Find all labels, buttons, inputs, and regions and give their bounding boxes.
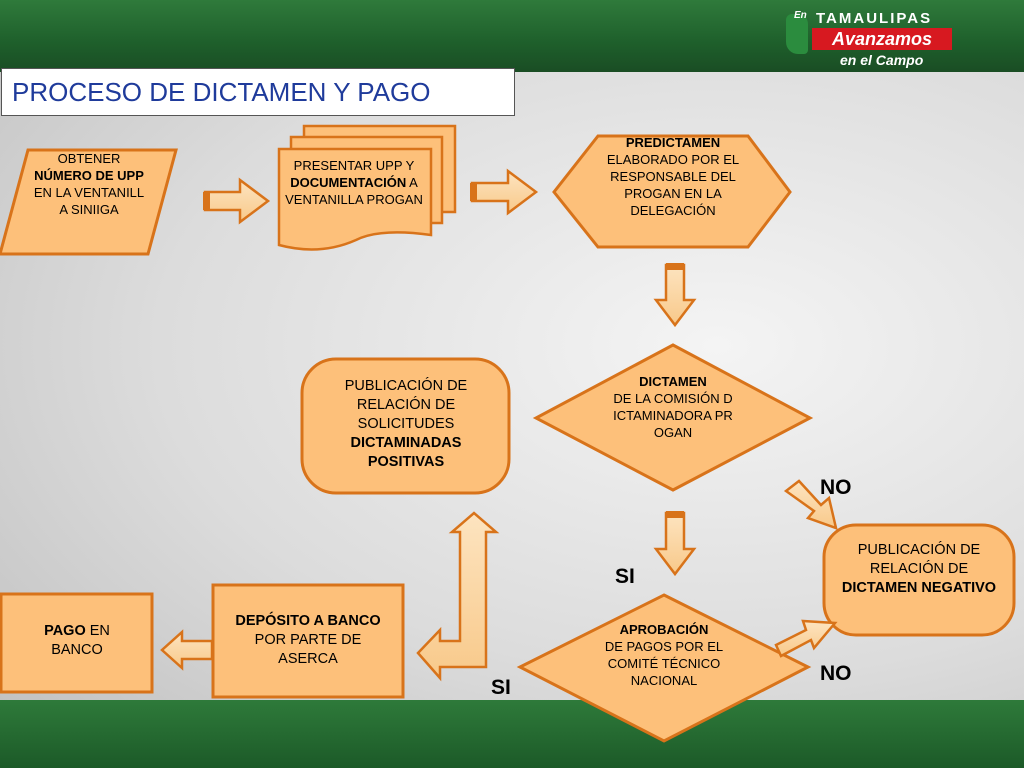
arrow-cap bbox=[666, 511, 684, 518]
aprobacion-label: APROBACIÓN DE PAGOS POR EL COMITÉ TÉCNIC… bbox=[598, 621, 730, 689]
publicacion-negativa-label: PUBLICACIÓN DE RELACIÓN DE DICTAMEN NEGA… bbox=[838, 541, 1000, 598]
aprobacion-diamond bbox=[516, 593, 812, 743]
publicacion-pos-bold: DICTAMINADAS POSITIVAS bbox=[350, 435, 462, 470]
bottom-green-band bbox=[0, 700, 1024, 768]
title-box: PROCESO DE DICTAMEN Y PAGO bbox=[1, 68, 515, 116]
arrow-presentar-predictamen bbox=[470, 168, 539, 216]
pago-label: PAGO EN BANCO bbox=[22, 622, 132, 660]
predictamen-post: ELABORADO POR EL RESPONSABLE DEL PROGAN … bbox=[606, 152, 740, 218]
obtener-parallelogram bbox=[0, 148, 178, 256]
arrow-dictamen-negativo bbox=[783, 479, 838, 530]
no-label-aprobacion: NO bbox=[820, 662, 852, 685]
deposito-box bbox=[211, 583, 405, 699]
obtener-post: EN LA VENTANILL A SINIIGA bbox=[33, 185, 145, 217]
si-label-aprobacion: SI bbox=[491, 676, 511, 699]
publicacion-negativa-box bbox=[822, 523, 1016, 637]
publicacion-pos-pre: PUBLICACIÓN DE RELACIÓN DE SOLICITUDES bbox=[344, 378, 468, 432]
logo-slogan-2: en el Campo bbox=[840, 52, 924, 68]
presentar-post: A VENTANILLA PROGAN bbox=[285, 175, 423, 207]
logo-prefix: En bbox=[794, 10, 807, 21]
arrow-aprobacion-publicacion bbox=[416, 511, 500, 682]
obtener-label: OBTENER NÚMERO DE UPP EN LA VENTANILL A … bbox=[30, 150, 148, 218]
aprobacion-bold: APROBACIÓN bbox=[619, 622, 709, 637]
presentar-pre: PRESENTAR UPP Y bbox=[293, 158, 415, 173]
dictamen-label: DICTAMEN DE LA COMISIÓN DICTAMINADORA PR… bbox=[612, 373, 734, 441]
presentar-label: PRESENTAR UPP Y DOCUMENTACIÓN A VENTANIL… bbox=[283, 157, 425, 208]
arrow-cap bbox=[203, 192, 210, 210]
predictamen-label: PREDICTAMEN ELABORADO POR EL RESPONSABLE… bbox=[604, 134, 742, 219]
arrow-dictamen-aprobacion bbox=[653, 511, 697, 577]
arrow-obtener-presentar bbox=[203, 177, 271, 225]
arrow-predictamen-dictamen bbox=[653, 263, 697, 328]
state-map-icon bbox=[786, 14, 808, 54]
presentar-document-stack bbox=[277, 124, 457, 251]
dictamen-post: DE LA COMISIÓN DICTAMINADORA PROGAN bbox=[613, 391, 733, 440]
obtener-pre: OBTENER bbox=[57, 151, 121, 166]
dictamen-diamond bbox=[532, 343, 814, 492]
page-title: PROCESO DE DICTAMEN Y PAGO bbox=[12, 77, 431, 107]
obtener-bold: NÚMERO DE UPP bbox=[34, 168, 144, 183]
publicacion-positiva-label: PUBLICACIÓN DE RELACIÓN DE SOLICITUDES D… bbox=[324, 377, 488, 472]
arrow-aprobacion-negativo bbox=[774, 619, 838, 658]
deposito-bold: DEPÓSITO A BANCO bbox=[235, 613, 381, 629]
arrow-cap bbox=[470, 183, 477, 201]
publicacion-positiva-box bbox=[300, 357, 511, 495]
predictamen-hexagon bbox=[552, 134, 792, 249]
arrow-cap bbox=[666, 263, 684, 270]
logo-slogan-1: Avanzamos bbox=[812, 28, 952, 50]
pago-bold: PAGO bbox=[44, 623, 86, 639]
presentar-bold: DOCUMENTACIÓN bbox=[290, 175, 407, 190]
pago-box bbox=[0, 592, 154, 694]
predictamen-bold: PREDICTAMEN bbox=[625, 135, 721, 150]
logo-state: TAMAULIPAS bbox=[816, 10, 933, 27]
arrow-deposito-pago bbox=[160, 629, 214, 671]
tamaulipas-logo: En TAMAULIPAS Avanzamos en el Campo bbox=[786, 6, 956, 72]
dictamen-bold: DICTAMEN bbox=[639, 374, 707, 389]
si-label-dictamen: SI bbox=[615, 565, 635, 588]
aprobacion-post: DE PAGOS POR EL COMITÉ TÉCNICO NACIONAL bbox=[604, 639, 724, 688]
no-label-dictamen: NO bbox=[820, 476, 852, 499]
publicacion-neg-pre: PUBLICACIÓN DE RELACIÓN DE bbox=[857, 542, 981, 577]
deposito-label: DEPÓSITO A BANCO POR PARTE DE ASERCA bbox=[224, 612, 392, 669]
deposito-post: POR PARTE DE ASERCA bbox=[254, 632, 362, 667]
publicacion-neg-bold: DICTAMEN NEGATIVO bbox=[841, 580, 997, 596]
pago-post: EN BANCO bbox=[51, 623, 110, 658]
